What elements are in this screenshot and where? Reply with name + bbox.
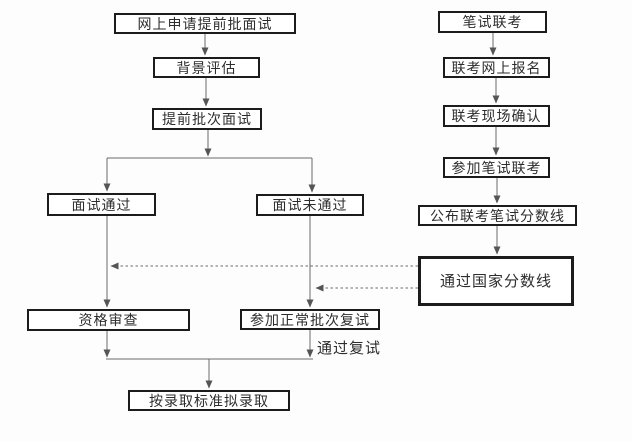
node-qualification-review: 资格审查: [27, 309, 190, 331]
node-written-exam: 笔试联考: [438, 11, 547, 33]
node-early-interview: 提前批次面试: [152, 108, 262, 130]
node-final-admission: 按录取标准拟录取: [128, 390, 290, 411]
node-interview-passed: 面试通过: [47, 193, 156, 216]
node-normal-retest: 参加正常批次复试: [240, 309, 380, 330]
node-interview-failed: 面试未通过: [256, 194, 364, 216]
node-apply-online: 网上申请提前批面试: [114, 13, 296, 34]
node-exam-confirmation: 联考现场确认: [443, 105, 550, 127]
edge-label-pass-retest: 通过复试: [317, 340, 382, 357]
node-background-eval: 背景评估: [153, 57, 260, 78]
node-announce-scores: 公布联考笔试分数线: [418, 205, 577, 226]
node-exam-registration: 联考网上报名: [443, 57, 550, 78]
node-pass-national-line: 通过国家分数线: [418, 256, 574, 306]
node-take-exam: 参加笔试联考: [443, 157, 550, 178]
